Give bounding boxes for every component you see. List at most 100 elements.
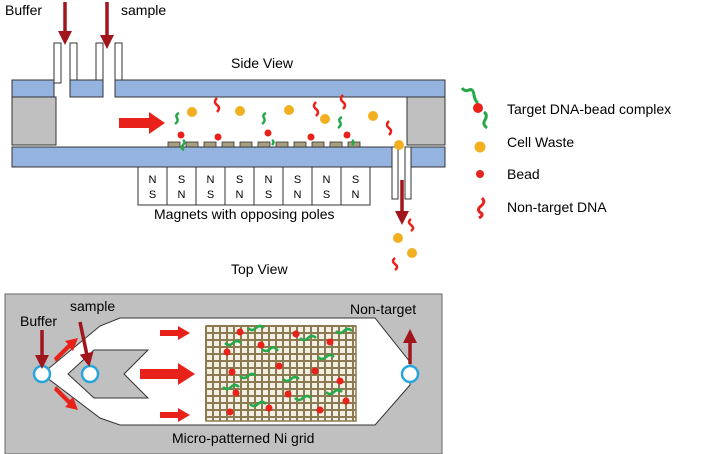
flow-arrow-top xyxy=(160,326,190,340)
top-channel-wall xyxy=(11,79,446,98)
non-target-dna xyxy=(213,97,221,113)
magnet-pole-top: S xyxy=(236,174,243,186)
bead xyxy=(257,341,265,349)
magnet-block: SN xyxy=(282,166,313,206)
target-complex xyxy=(174,111,186,152)
outlet-particles xyxy=(391,218,417,271)
target-dna xyxy=(261,346,280,353)
legend-label: Non-target DNA xyxy=(507,199,607,215)
magnet-block: NS xyxy=(253,166,284,206)
cell-waste xyxy=(394,140,404,150)
top-view: Top View xyxy=(4,261,443,454)
bead xyxy=(292,330,300,338)
bead xyxy=(275,362,283,370)
target-dna xyxy=(294,394,312,402)
buffer-port xyxy=(32,364,52,384)
flow-arrow-bottom xyxy=(160,408,190,422)
channel-particles xyxy=(174,94,404,152)
magnet-pole-bottom: S xyxy=(323,189,330,201)
flow-arrow-upper xyxy=(54,338,78,362)
magnet-pole-bottom: S xyxy=(207,189,214,201)
bead xyxy=(226,408,234,416)
inlet-tubes xyxy=(53,42,123,84)
sample-port-arrow xyxy=(78,321,94,367)
magnet-pole-bottom: S xyxy=(149,189,156,201)
bead xyxy=(336,377,344,385)
magnet-pole-bottom: N xyxy=(178,189,186,201)
outlet-port xyxy=(400,364,420,384)
legend: Target DNA-bead complex Cell Waste Bead … xyxy=(460,87,671,220)
magnet-block: SN xyxy=(340,166,371,206)
target-dna xyxy=(325,388,343,396)
target-dna xyxy=(247,324,265,332)
magnet-pole-top: N xyxy=(207,174,215,186)
non-target-dna xyxy=(312,101,320,117)
top-sample-label: sample xyxy=(70,298,115,314)
magnet-pole-bottom: S xyxy=(265,189,272,201)
magnet-block: SN xyxy=(224,166,255,206)
target-dna xyxy=(335,327,353,335)
magnet-pole-top: S xyxy=(352,174,359,186)
magnet-pole-top: N xyxy=(265,174,273,186)
bead xyxy=(284,390,292,398)
cell-waste xyxy=(368,111,378,121)
magnet-block: NS xyxy=(311,166,342,206)
target-complex xyxy=(337,115,355,146)
side-sample-label: sample xyxy=(121,2,166,18)
legend-item-bead: Bead xyxy=(476,166,540,182)
grid-caption: Micro-patterned Ni grid xyxy=(172,430,314,446)
target-dna xyxy=(282,375,300,383)
bottom-channel-wall xyxy=(11,146,446,168)
cell-waste xyxy=(187,107,197,117)
target-complex xyxy=(261,111,275,146)
target-dna xyxy=(239,372,257,380)
top-outlet-label: Non-target xyxy=(350,301,416,317)
magnet-pole-bottom: N xyxy=(352,189,360,201)
target-dna xyxy=(222,383,240,391)
flow-arrow-lower xyxy=(54,386,78,410)
magnet-pole-top: N xyxy=(323,174,331,186)
side-buffer-label: Buffer xyxy=(5,2,42,18)
top-buffer-label: Buffer xyxy=(20,313,57,329)
magnet-pole-top: N xyxy=(149,174,157,186)
left-chamber-block xyxy=(11,96,57,146)
magnet-block: NS xyxy=(195,166,226,206)
legend-label: Target DNA-bead complex xyxy=(507,101,671,117)
magnet-block: SN xyxy=(166,166,197,206)
non-target-dna xyxy=(391,257,399,271)
non-target-dna xyxy=(339,94,347,110)
non-target-dna xyxy=(385,120,393,136)
right-chamber-block xyxy=(406,96,446,146)
bead xyxy=(265,404,273,412)
bead xyxy=(311,367,319,375)
magnet-pole-bottom: N xyxy=(294,189,302,201)
non-target-dna xyxy=(407,218,415,232)
bead xyxy=(342,397,350,405)
top-flow-arrows xyxy=(54,326,195,422)
magnets-caption: Magnets with opposing poles xyxy=(154,206,335,222)
bead xyxy=(228,368,236,376)
legend-label: Cell Waste xyxy=(507,134,574,150)
bead xyxy=(223,348,231,356)
cell-waste xyxy=(407,248,417,258)
magnet-pole-top: S xyxy=(294,174,301,186)
ni-grid xyxy=(205,325,357,422)
bead xyxy=(316,406,324,414)
target-dna xyxy=(249,400,267,408)
legend-item-target-complex: Target DNA-bead complex xyxy=(460,87,671,130)
side-view-title: Side View xyxy=(231,55,294,71)
bead xyxy=(236,328,244,336)
bead xyxy=(214,133,222,141)
legend-item-non-target: Non-target DNA xyxy=(477,196,607,220)
sample-port xyxy=(80,364,100,384)
bead xyxy=(232,389,240,397)
target-dna xyxy=(299,334,317,342)
target-dna xyxy=(317,353,335,361)
legend-item-cell-waste: Cell Waste xyxy=(474,134,574,153)
cell-waste xyxy=(235,106,245,116)
channel-flow-arrow xyxy=(119,112,165,134)
flow-arrow-middle xyxy=(140,363,195,385)
